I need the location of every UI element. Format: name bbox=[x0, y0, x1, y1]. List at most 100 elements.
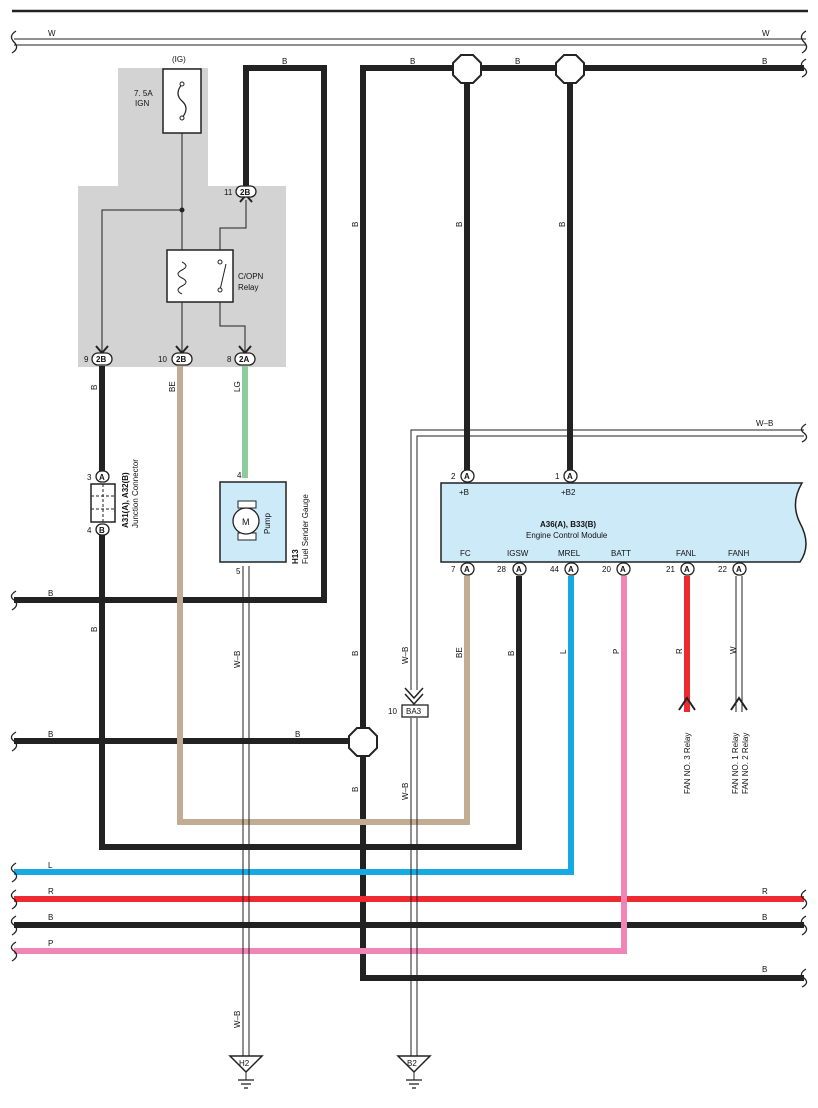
ecm-pin-21: FANL A 21 bbox=[666, 549, 697, 576]
connector-ba3: BA3 10 bbox=[388, 687, 429, 718]
fuse-name: (IG) bbox=[172, 55, 186, 64]
svg-text:28: 28 bbox=[497, 565, 506, 574]
svg-text:7: 7 bbox=[451, 565, 456, 574]
junction-connector: A 3 B 4 bbox=[87, 470, 116, 536]
dest-fan2-relay: FAN NO. 2 Relay bbox=[741, 733, 750, 794]
svg-text:FANL: FANL bbox=[676, 549, 697, 558]
wire-label: W–B bbox=[401, 647, 410, 664]
wire-label: BE bbox=[168, 381, 177, 392]
wire-label: W–B bbox=[401, 783, 410, 800]
wire-label: B bbox=[410, 57, 415, 66]
wire-be bbox=[177, 366, 470, 825]
wire-label: B bbox=[282, 57, 287, 66]
wire-label: W–B bbox=[233, 651, 242, 668]
wire-label: L bbox=[48, 861, 53, 870]
fuse-rating: 7. 5A bbox=[134, 89, 153, 98]
svg-text:BATT: BATT bbox=[611, 549, 631, 558]
svg-text:FANH: FANH bbox=[728, 549, 750, 558]
wire-label: B bbox=[90, 385, 99, 390]
wire-label: BE bbox=[455, 647, 464, 658]
relay-pin-10: 2B 10 bbox=[158, 345, 193, 366]
svg-text:1: 1 bbox=[555, 472, 560, 481]
svg-text:22: 22 bbox=[718, 565, 727, 574]
svg-text:20: 20 bbox=[602, 565, 611, 574]
wire-w-top bbox=[10, 30, 808, 54]
wire-label: P bbox=[612, 649, 621, 654]
wire-l bbox=[14, 576, 574, 875]
relay-switch bbox=[219, 263, 227, 291]
ground-b2: B2 bbox=[396, 1055, 432, 1089]
wire-label: B bbox=[90, 627, 99, 632]
wire-label: B bbox=[515, 57, 520, 66]
svg-text:2: 2 bbox=[451, 472, 456, 481]
ecm-pin-2: A 2 +B bbox=[451, 469, 475, 497]
svg-text:2B: 2B bbox=[176, 355, 186, 364]
wire-label: B bbox=[351, 651, 360, 656]
wire-wb bbox=[242, 429, 804, 1058]
svg-text:10: 10 bbox=[388, 707, 397, 716]
wire-label: B bbox=[762, 965, 767, 974]
svg-text:2B: 2B bbox=[96, 355, 106, 364]
svg-text:10: 10 bbox=[158, 355, 167, 364]
svg-text:IGSW: IGSW bbox=[507, 549, 529, 558]
splice-points bbox=[348, 54, 585, 757]
svg-text:B: B bbox=[99, 526, 105, 535]
svg-text:2B: 2B bbox=[240, 188, 250, 197]
wire-label: B bbox=[48, 730, 53, 739]
svg-text:21: 21 bbox=[666, 565, 675, 574]
wire-label: B bbox=[507, 651, 516, 656]
ecm-box bbox=[440, 482, 807, 563]
svg-text:BA3: BA3 bbox=[406, 707, 422, 716]
svg-text:A: A bbox=[464, 565, 470, 574]
pump-name: Fuel Sender Gauge bbox=[301, 494, 310, 564]
relay-name: C/OPN bbox=[238, 272, 264, 281]
bus-wire-ends bbox=[10, 58, 808, 988]
fuse-circuit: IGN bbox=[135, 99, 149, 108]
wire-label: W–B bbox=[233, 1011, 242, 1028]
wire-p bbox=[14, 576, 627, 954]
ecm-pin-28: IGSW A 28 bbox=[497, 549, 529, 576]
relay-junction-dot bbox=[179, 207, 185, 213]
svg-text:11: 11 bbox=[224, 188, 233, 197]
svg-text:+B2: +B2 bbox=[561, 488, 576, 497]
dest-fan1-relay: FAN NO. 1 Relay bbox=[731, 733, 740, 794]
svg-text:5: 5 bbox=[236, 567, 241, 576]
svg-text:3: 3 bbox=[87, 473, 92, 482]
relay-pin-8: 2A 8 bbox=[227, 345, 256, 366]
svg-text:4: 4 bbox=[87, 526, 92, 535]
relay-pin-9: 2B 9 bbox=[84, 345, 113, 366]
relay-pin-11: 2B 11 bbox=[224, 185, 257, 203]
fuse-element bbox=[177, 83, 187, 119]
wire-label: L bbox=[559, 649, 568, 654]
wire-label: R bbox=[762, 887, 768, 896]
wire-label: LG bbox=[233, 381, 242, 392]
svg-text:4: 4 bbox=[237, 471, 242, 480]
svg-text:+B: +B bbox=[459, 488, 469, 497]
svg-text:A: A bbox=[516, 565, 522, 574]
arrow-fan12 bbox=[730, 696, 748, 711]
relay-box bbox=[166, 249, 234, 303]
ecm-name: Engine Control Module bbox=[526, 531, 608, 540]
wire-label: B bbox=[295, 730, 300, 739]
wire-label: B bbox=[762, 57, 767, 66]
ground-h2: H2 bbox=[228, 1055, 264, 1089]
dest-fan3-relay: FAN NO. 3 Relay bbox=[683, 733, 692, 794]
wire-label: B bbox=[762, 913, 767, 922]
svg-text:A: A bbox=[99, 473, 105, 482]
wire-w-fanh bbox=[735, 576, 743, 712]
wire-label: P bbox=[48, 939, 53, 948]
ecm-pin-22: FANH A 22 bbox=[718, 549, 750, 576]
arrow-fan3 bbox=[678, 696, 696, 711]
wire-label: B bbox=[351, 787, 360, 792]
svg-text:H2: H2 bbox=[239, 1059, 250, 1068]
junction-ref: A31(A), A32(B) bbox=[121, 472, 130, 528]
svg-text:A: A bbox=[684, 565, 690, 574]
relay-type: Relay bbox=[238, 283, 258, 292]
svg-text:M: M bbox=[242, 517, 250, 527]
wire-label-top-w-left: W bbox=[48, 29, 56, 38]
wire-label: R bbox=[48, 887, 54, 896]
fuel-pump: 4 M 5 bbox=[219, 471, 287, 576]
wire-label: B bbox=[48, 589, 53, 598]
relay-coil bbox=[177, 261, 187, 295]
